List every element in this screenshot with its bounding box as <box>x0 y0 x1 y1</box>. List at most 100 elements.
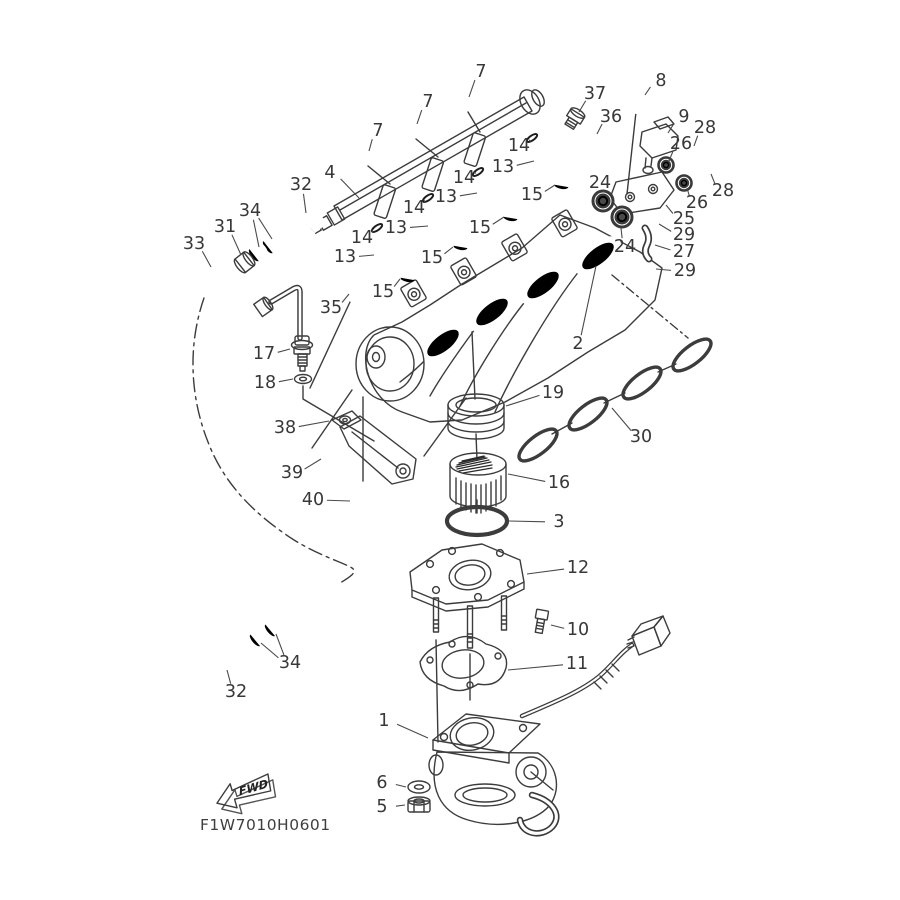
callout-13: 13 <box>435 187 457 207</box>
leader-line-27 <box>654 244 671 251</box>
leader-line-15 <box>393 278 401 287</box>
leader-line-12 <box>526 568 565 575</box>
filter-16 <box>449 452 507 514</box>
callout-34: 34 <box>279 653 301 673</box>
leader-line-15 <box>492 216 505 225</box>
sensor-mount-group <box>591 89 719 273</box>
gasket-30 <box>517 337 713 463</box>
fuel-injectors <box>369 131 574 289</box>
diagram-code: F1W7010H0601 <box>200 816 331 834</box>
leader-line-25 <box>665 204 674 214</box>
callout-6: 6 <box>376 773 387 793</box>
callout-16: 16 <box>548 473 570 493</box>
callout-7: 7 <box>475 62 486 82</box>
callout-39: 39 <box>281 463 303 483</box>
fwd-arrow: FWD <box>216 773 277 815</box>
leader-line-34 <box>275 633 285 656</box>
callout-32: 32 <box>290 175 312 195</box>
leader-line-35 <box>341 293 350 303</box>
leader-line-11 <box>507 664 564 671</box>
sensor-37-stud-36 <box>564 107 609 163</box>
callout-7: 7 <box>372 121 383 141</box>
leader-line-18 <box>278 378 294 383</box>
washer-6-nut-5 <box>407 780 431 813</box>
callout-18: 18 <box>254 373 276 393</box>
fuel-rail <box>310 89 545 235</box>
throttle-body-1 <box>428 615 671 837</box>
diagram-artwork: FWD <box>183 89 719 837</box>
callout-30: 30 <box>630 427 652 447</box>
callout-26: 26 <box>686 193 708 213</box>
callout-15: 15 <box>372 282 394 302</box>
callout-1: 1 <box>378 711 389 731</box>
leader-line-37 <box>578 100 587 113</box>
callout-24: 24 <box>614 237 636 257</box>
lower-sensor-group <box>198 578 331 678</box>
leader-line-13 <box>516 160 535 166</box>
leader-line-36 <box>596 123 603 135</box>
leader-line-15 <box>544 184 556 192</box>
leader-line-17 <box>277 348 291 353</box>
callout-37: 37 <box>584 84 606 104</box>
leader-line-34 <box>258 217 273 240</box>
callout-40: 40 <box>302 490 324 510</box>
leader-line-30 <box>611 407 632 431</box>
callout-32: 32 <box>225 682 247 702</box>
callout-9: 9 <box>678 107 689 127</box>
callout-26: 26 <box>670 134 692 154</box>
callout-29: 29 <box>674 261 696 281</box>
leader-line-28 <box>693 135 699 147</box>
callout-27: 27 <box>673 242 695 262</box>
oring-3 <box>444 504 510 538</box>
leader-line-14 <box>473 171 477 174</box>
leader-line-5 <box>395 804 406 807</box>
callout-13: 13 <box>492 157 514 177</box>
leader-line-15 <box>444 246 454 255</box>
leader-line-7 <box>468 79 476 98</box>
callout-13: 13 <box>385 218 407 238</box>
callout-5: 5 <box>376 797 387 817</box>
callout-14: 14 <box>403 198 425 218</box>
leader-line-28 <box>710 173 716 184</box>
callout-28: 28 <box>712 181 734 201</box>
leader-line-29 <box>658 223 672 232</box>
leader-line-1 <box>396 723 429 739</box>
callout-17: 17 <box>253 344 275 364</box>
callout-7: 7 <box>422 92 433 112</box>
leader-line-9 <box>667 123 675 134</box>
studs <box>432 595 508 649</box>
alignment-lines <box>302 111 689 743</box>
callout-31: 31 <box>214 217 236 237</box>
callout-14: 14 <box>508 136 530 156</box>
bracket-38-group <box>318 410 417 509</box>
callout-14: 14 <box>351 228 373 248</box>
callout-28: 28 <box>694 118 716 138</box>
leader-line-14 <box>371 229 374 233</box>
callout-11: 11 <box>566 654 588 674</box>
upper-sensor-group <box>183 206 330 307</box>
callout-2: 2 <box>572 334 583 354</box>
leader-line-29 <box>655 268 672 271</box>
leader-line-14 <box>528 139 532 142</box>
callout-33: 33 <box>183 234 205 254</box>
callout-15: 15 <box>521 185 543 205</box>
callout-36: 36 <box>600 107 622 127</box>
leader-line-3 <box>508 520 546 523</box>
intake-manifold <box>355 209 663 423</box>
leader-line-7 <box>416 109 423 125</box>
callout-29: 29 <box>673 225 695 245</box>
callout-10: 10 <box>567 620 589 640</box>
leader-line-26 <box>668 151 674 162</box>
leader-line-33 <box>201 250 212 268</box>
callout-15: 15 <box>421 248 443 268</box>
callout-13: 13 <box>334 247 356 267</box>
leader-line-38 <box>298 420 330 428</box>
bolt-35 <box>340 273 371 305</box>
leader-line-13 <box>409 225 429 228</box>
leader-line-7 <box>368 139 373 152</box>
leader-line-40 <box>326 499 351 502</box>
callout-35: 35 <box>320 298 342 318</box>
callout-8: 8 <box>655 71 666 91</box>
adapter-plate-12 <box>409 543 550 649</box>
